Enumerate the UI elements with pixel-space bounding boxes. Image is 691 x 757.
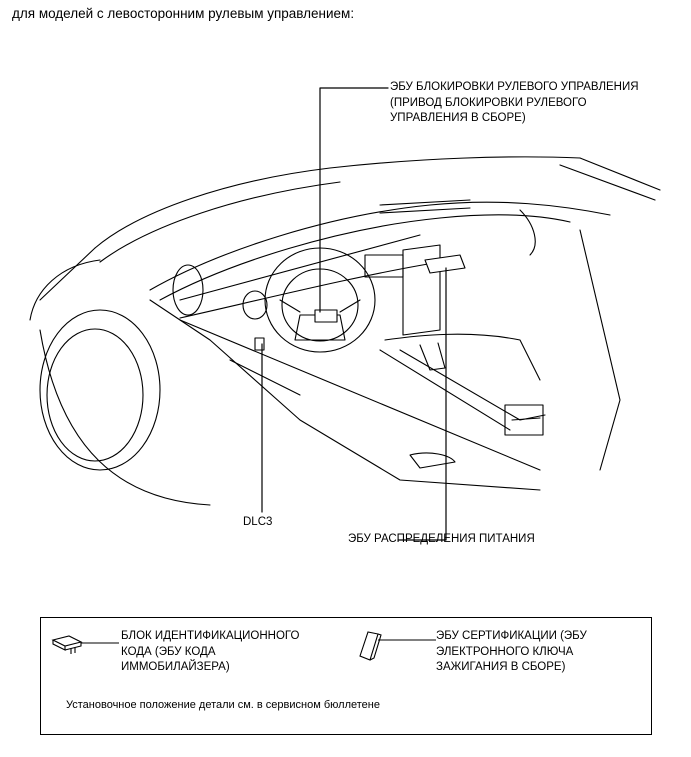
dashboard [149, 199, 611, 319]
dlc3-connector [254, 337, 265, 351]
power-distribution-ecu [424, 254, 466, 274]
page-header: для моделей с левосторонним рулевым упра… [12, 6, 355, 21]
legend-box: БЛОК ИДЕНТИФИКАЦИОННОГО КОДА (ЭБУ КОДА И… [40, 617, 652, 735]
legend-note: Установочное положение детали см. в серв… [66, 699, 380, 711]
leader-lines [261, 87, 447, 541]
callout-dlc3: DLC3 [243, 516, 273, 528]
door-panel [29, 229, 621, 506]
center-console [364, 244, 546, 436]
callout-steering-lock-ecu: ЭБУ БЛОКИРОВКИ РУЛЕВОГО УПРАВЛЕНИЯ (ПРИВ… [390, 81, 639, 124]
callout-power-distribution-ecu: ЭБУ РАСПРЕДЕЛЕНИЯ ПИТАНИЯ [348, 533, 535, 545]
legend-item-certification-ecu: ЭБУ СЕРТИФИКАЦИИ (ЭБУ ЭЛЕКТРОННОГО КЛЮЧА… [436, 630, 587, 673]
legend-item-transponder: БЛОК ИДЕНТИФИКАЦИОННОГО КОДА (ЭБУ КОДА И… [121, 630, 300, 673]
steering-lock-actuator [314, 309, 338, 323]
certification-ecu-icon [359, 631, 436, 661]
windshield-frame [39, 156, 661, 301]
vehicle-interior-diagram [29, 87, 661, 541]
transponder-key-amplifier-icon [51, 635, 119, 654]
